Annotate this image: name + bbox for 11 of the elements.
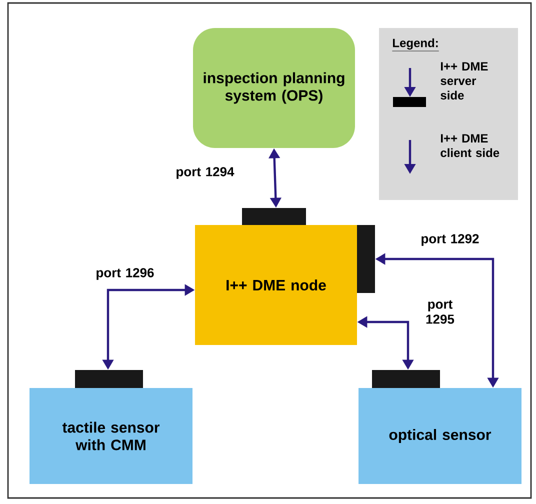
sensor-box: tactile sensor with CMM: [30, 388, 192, 484]
legend-text: I++ DME server side: [440, 62, 488, 100]
port-label: port 1296: [96, 268, 154, 280]
port-label: port 1294: [176, 167, 234, 179]
port-label: port 1295: [426, 300, 454, 324]
node-box: I++ DME node: [195, 225, 357, 345]
legend-text: I++ DME client side: [440, 134, 500, 158]
sensor-box: optical sensor: [358, 388, 522, 484]
port-label: port 1292: [422, 234, 479, 246]
legend-title: Legend:: [392, 38, 440, 52]
system-box: inspection planning system (OPS): [193, 28, 355, 148]
